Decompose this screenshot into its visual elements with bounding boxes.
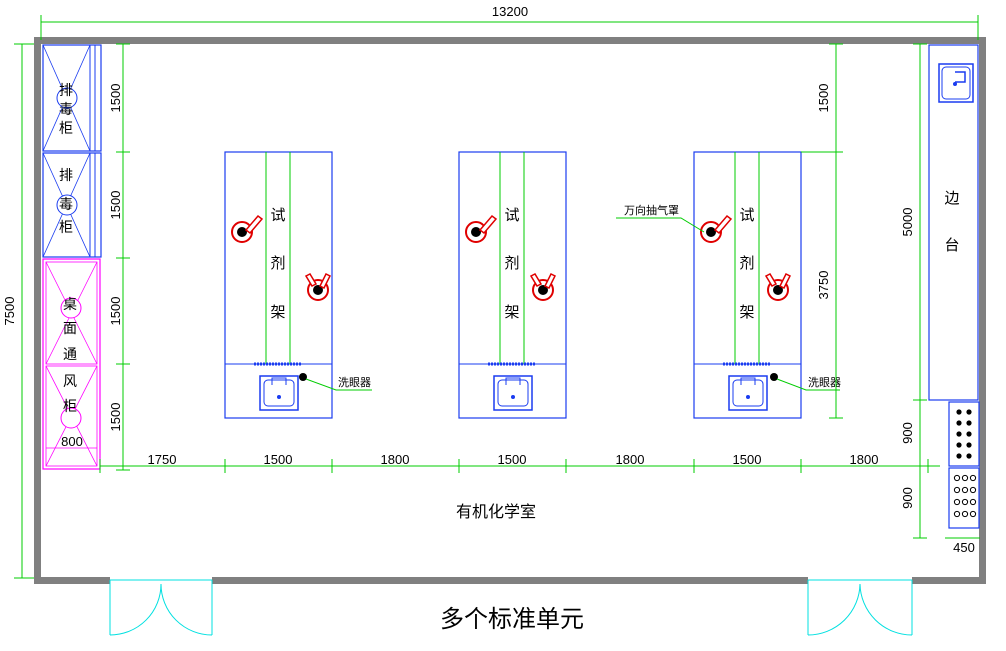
fume-arm-1a [231, 214, 264, 243]
dim-bottom-6: 1500 [733, 452, 762, 467]
dim-right-mid: 3750 [816, 271, 831, 300]
reagent-rack-1-char-3: 架 [270, 303, 285, 321]
door-left [109, 579, 213, 636]
dim-bottom-7: 1800 [850, 452, 879, 467]
reagent-rack-2-char-1: 试 [504, 206, 519, 224]
right-inner-dimension [801, 43, 843, 419]
dim-left-3: 1500 [108, 297, 123, 326]
reagent-rack-1-char-2: 剂 [270, 254, 285, 272]
fume-arm-3a [700, 214, 733, 243]
dim-bottom-2: 1500 [264, 452, 293, 467]
reagent-rack-2-char-2: 剂 [504, 254, 519, 272]
fume-hood-2-char-2: 毒 [59, 197, 73, 213]
eyewash-leader-3 [776, 378, 840, 391]
reagent-rack-1-char-1: 试 [270, 206, 285, 224]
fume-hood-1 [42, 44, 102, 152]
room-name: 有机化学室 [456, 502, 536, 521]
dim-left-4: 1500 [108, 403, 123, 432]
left-dimension [14, 43, 34, 579]
dim-total-width: 13200 [492, 4, 528, 19]
dim-right-lower-1: 900 [900, 422, 915, 444]
eyewash-label-1: 洗眼器 [338, 376, 371, 389]
dim-left-1: 1500 [108, 84, 123, 113]
bench-vent-char-3: 通 [63, 347, 77, 363]
fume-arm-leader [616, 217, 705, 233]
fume-arm-3b [764, 272, 792, 301]
dim-bottom-3: 1800 [381, 452, 410, 467]
fume-hood-2 [42, 152, 102, 258]
reagent-rack-2-char-3: 架 [504, 303, 519, 321]
side-table-char-2: 台 [944, 236, 959, 254]
bench-vent-hood [42, 258, 101, 470]
dim-total-depth: 7500 [2, 297, 17, 326]
fume-hood-1-char-2: 毒 [59, 102, 73, 118]
dim-right-lower-2: 900 [900, 487, 915, 509]
bottom-row-dimension [99, 459, 940, 473]
dim-cabinet-width: 800 [61, 434, 83, 449]
dim-left-2: 1500 [108, 191, 123, 220]
right-outer-dimension [913, 43, 927, 539]
bench-vent-char-4: 风 [63, 374, 77, 390]
fume-arm-2a [465, 214, 498, 243]
dim-bottom-1: 1750 [148, 452, 177, 467]
dim-side-table: 5000 [900, 208, 915, 237]
door-right [807, 579, 913, 636]
left-column-dimension [116, 43, 130, 471]
dim-bottom-5: 1800 [616, 452, 645, 467]
reagent-rack-3-char-2: 剂 [739, 254, 754, 272]
bench-vent-char-5: 柜 [63, 399, 77, 415]
cylinder-cabinet-lower [948, 467, 980, 529]
fume-arm-2b [529, 272, 557, 301]
dim-bottom-4: 1500 [498, 452, 527, 467]
bench-vent-char-2: 面 [63, 321, 77, 337]
dim-small-width: 450 [953, 540, 975, 555]
eyewash-leader-1 [305, 378, 372, 391]
bench-vent-char-1: 桌 [63, 297, 77, 313]
top-dimension [40, 15, 979, 40]
reagent-rack-3-char-3: 架 [739, 303, 754, 321]
side-table [928, 44, 979, 401]
reagent-rack-3-char-1: 试 [739, 206, 754, 224]
fume-arm-label: 万向抽气罩 [624, 203, 679, 217]
fume-hood-1-char-3: 柜 [59, 121, 73, 137]
cylinder-cabinet-upper [948, 401, 980, 467]
fume-hood-2-char-1: 排 [59, 168, 73, 184]
fume-hood-2-char-3: 柜 [59, 220, 73, 236]
fume-hood-1-char-1: 排 [59, 83, 73, 99]
island-bench-2 [458, 151, 567, 419]
caption: 多个标准单元 [440, 605, 584, 633]
side-table-char-1: 边 [944, 189, 959, 207]
room-walls [34, 37, 986, 584]
dim-right-top: 1500 [816, 84, 831, 113]
fume-arm-1b [304, 272, 332, 301]
eyewash-label-3: 洗眼器 [808, 376, 841, 389]
island-bench-1 [224, 151, 333, 419]
island-bench-3 [693, 151, 802, 419]
